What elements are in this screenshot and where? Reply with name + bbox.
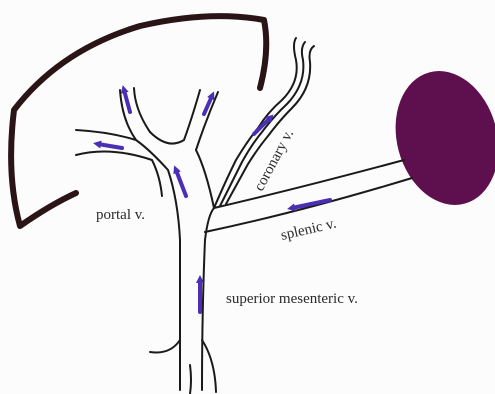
label-portal-vein: portal v. xyxy=(96,207,145,223)
arrow-left-branch xyxy=(98,144,122,148)
superior-mesenteric-vein xyxy=(150,340,216,394)
flow-arrows xyxy=(98,90,330,312)
liver-outline xyxy=(11,16,266,226)
arrow-portal-trunk xyxy=(176,170,186,196)
label-splenic-vein: splenic v. xyxy=(279,216,338,244)
arrow-upper-left-branch xyxy=(124,90,130,112)
spleen xyxy=(381,59,495,216)
portal-vein xyxy=(76,88,218,390)
label-superior-mesenteric-vein: superior mesenteric v. xyxy=(226,291,358,307)
